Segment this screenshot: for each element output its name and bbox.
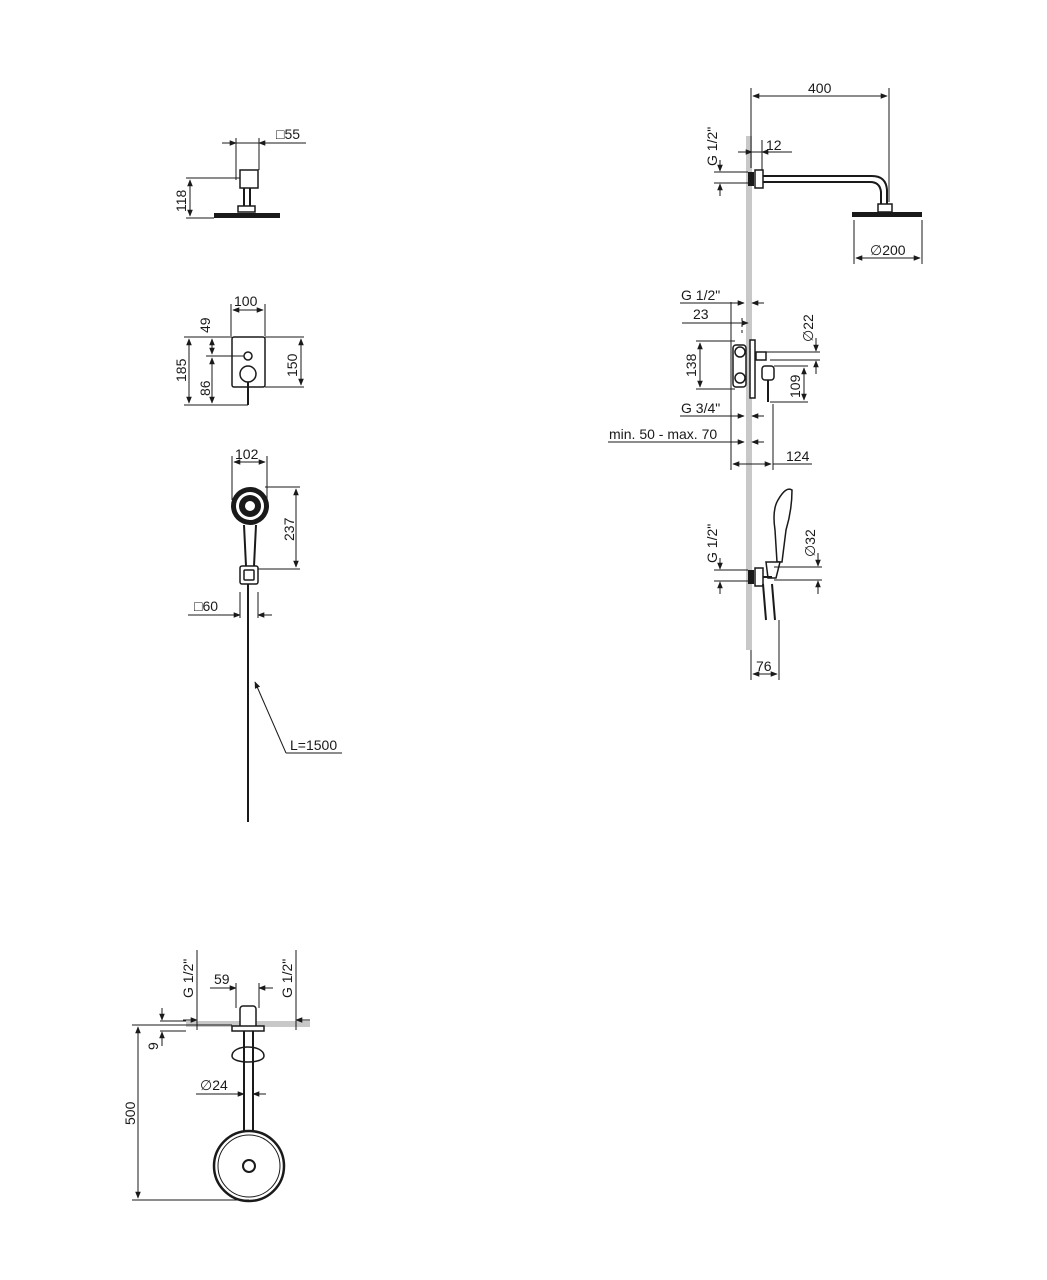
- svg-text:138: 138: [683, 353, 699, 377]
- arm-length-label: 500: [122, 1101, 138, 1125]
- overhead-shower-front-view: □55 118: [173, 126, 306, 219]
- head-diameter-label: ∅200: [870, 242, 906, 258]
- wall-section: [746, 136, 752, 650]
- head-width-label: 102: [235, 446, 259, 462]
- svg-text:G 1/2": G 1/2": [180, 959, 196, 998]
- mixer-projection-label: 124: [786, 448, 810, 464]
- hand-shower-front-view: 102 237 □60 L=1500: [188, 446, 342, 822]
- mixer-plate-front-view: 100 49 185 86 150: [173, 293, 304, 406]
- handle-offset-label: 109: [787, 374, 803, 398]
- svg-text:59: 59: [214, 971, 230, 987]
- body-height-label: 138: [683, 353, 699, 377]
- flange-size-label: □55: [276, 126, 300, 142]
- holder-size-label: □60: [194, 598, 218, 614]
- svg-text:∅24: ∅24: [200, 1077, 228, 1093]
- connection-spacing-label: 59: [214, 971, 230, 987]
- left-thread-label: G 1/2": [180, 959, 196, 998]
- svg-text:□60: □60: [194, 598, 218, 614]
- svg-text:□55: □55: [276, 126, 300, 142]
- install-depth-label: min. 50 - max. 70: [609, 426, 717, 442]
- svg-text:∅200: ∅200: [870, 242, 906, 258]
- outlet-thread-label: G 1/2": [681, 287, 720, 303]
- svg-text:237: 237: [281, 517, 297, 541]
- svg-text:76: 76: [756, 658, 772, 674]
- svg-text:G 1/2": G 1/2": [681, 287, 720, 303]
- hand-projection-label: 76: [756, 658, 772, 674]
- hose-length-label: L=1500: [290, 737, 337, 753]
- lower-offset-label: 86: [197, 380, 213, 396]
- wall-offset-label: 9: [145, 1042, 161, 1050]
- svg-text:124: 124: [786, 448, 810, 464]
- hand-handle-diameter-label: ∅32: [802, 529, 818, 557]
- total-height-label: 185: [173, 358, 189, 382]
- svg-text:G 1/2": G 1/2": [704, 524, 720, 563]
- plan-view: G 1/2" G 1/2" 59 ∅24 500 9: [122, 950, 310, 1203]
- hand-outlet-thread-label: G 1/2": [704, 524, 720, 563]
- arm-diameter-label: ∅24: [200, 1077, 228, 1093]
- svg-text:150: 150: [284, 353, 300, 377]
- holder-height-label: 237: [281, 517, 297, 541]
- side-view: 400 12 G 1/2" ∅200 G 1/2" 23: [608, 80, 923, 680]
- svg-text:L=1500: L=1500: [290, 737, 337, 753]
- arm-height-label: 118: [173, 189, 189, 212]
- mixer-inlet-thread-label: G 3/4": [681, 400, 720, 416]
- svg-text:min. 50 - max. 70: min. 50 - max. 70: [609, 426, 717, 442]
- svg-text:G 3/4": G 3/4": [681, 400, 720, 416]
- plate-width-label: 100: [234, 293, 258, 309]
- wall-gap-label: 12: [766, 137, 782, 153]
- svg-text:G 1/2": G 1/2": [704, 127, 720, 166]
- svg-text:12: 12: [766, 137, 782, 153]
- svg-text:109: 109: [787, 374, 803, 398]
- svg-text:9: 9: [145, 1042, 161, 1050]
- svg-text:86: 86: [197, 380, 213, 396]
- svg-text:∅22: ∅22: [800, 314, 816, 342]
- svg-text:185: 185: [173, 358, 189, 382]
- right-thread-label: G 1/2": [279, 959, 295, 998]
- upper-offset-label: 49: [197, 317, 213, 333]
- outlet-offset-label: 23: [693, 306, 709, 322]
- svg-text:∅32: ∅32: [802, 529, 818, 557]
- svg-text:49: 49: [197, 317, 213, 333]
- mixer-handle-diameter-label: ∅22: [800, 314, 816, 342]
- plate-height-label: 150: [284, 353, 300, 377]
- svg-text:118: 118: [173, 189, 189, 212]
- svg-text:100: 100: [234, 293, 258, 309]
- svg-text:G 1/2": G 1/2": [279, 959, 295, 998]
- inlet-thread-label: G 1/2": [704, 127, 720, 166]
- svg-text:500: 500: [122, 1101, 138, 1125]
- svg-text:23: 23: [693, 306, 709, 322]
- svg-text:102: 102: [235, 446, 259, 462]
- svg-text:400: 400: [808, 80, 832, 96]
- arm-projection-label: 400: [808, 80, 832, 96]
